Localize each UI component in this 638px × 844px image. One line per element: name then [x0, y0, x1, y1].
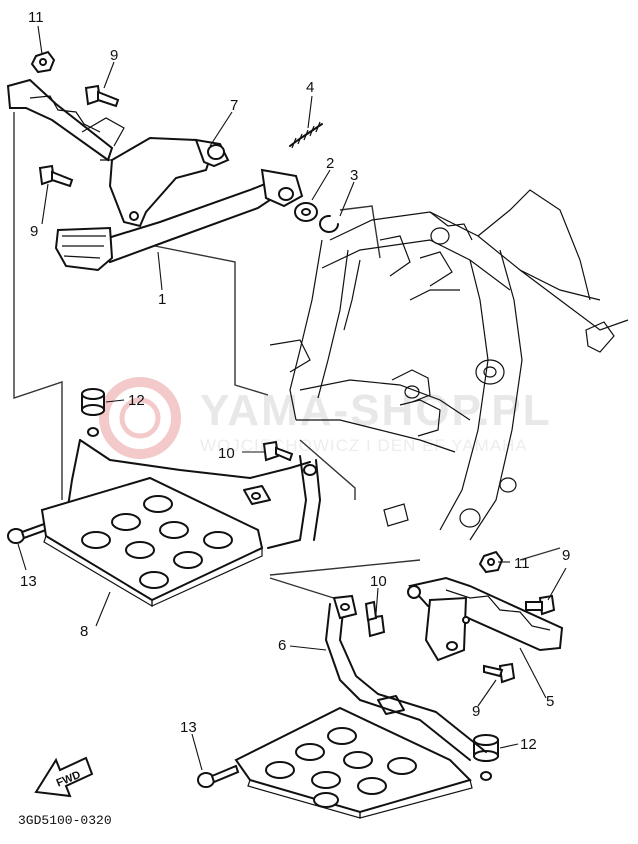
washer-and-clip: [294, 202, 339, 233]
skid-plate-lower: [234, 594, 487, 819]
damper-upper: [81, 388, 105, 437]
callout-12-upper: 12: [128, 392, 145, 409]
callout-10-lower: 10: [370, 573, 387, 590]
leader-lines: [17, 25, 567, 771]
callout-12-lower: 12: [520, 736, 537, 753]
circlip: [319, 214, 339, 233]
pedal-bracket: [108, 136, 230, 228]
callout-9-right-top: 9: [562, 547, 570, 564]
callout-8: 8: [80, 623, 88, 640]
callout-4: 4: [306, 79, 314, 96]
bolt-10-upper: [262, 440, 294, 462]
watermark-brand: YAMA-SHOP.PL: [200, 386, 552, 435]
callout-9-top: 9: [110, 47, 118, 64]
watermark-logo-ring: [99, 377, 181, 459]
callouts: 11 9 7 4 2 3 9 1 12 10 13 8 6 10 11 9 5 …: [20, 9, 570, 753]
callout-9-left: 9: [30, 223, 38, 240]
damper-lower: [473, 734, 499, 781]
bolt-9-right-top: [525, 594, 556, 616]
forward-arrow-icon: FWD: [34, 756, 94, 798]
diagram-code: 3GD5100-0320: [18, 813, 112, 828]
bolt-9-top: [84, 84, 120, 108]
fasteners: [7, 50, 556, 788]
watermark: YAMA-SHOP.PL WOJCIECHOWICZ I DEN EF YAMA…: [99, 377, 552, 459]
callout-2: 2: [326, 155, 334, 172]
callout-13-left: 13: [20, 573, 37, 590]
assembly-guide-lines: [13, 112, 561, 601]
right-footrest: [407, 576, 564, 662]
brake-pedal: [54, 168, 304, 272]
nut-11-top: [30, 50, 56, 74]
callout-3: 3: [350, 167, 358, 184]
callout-11-right: 11: [514, 555, 530, 572]
callout-11-top: 11: [28, 9, 44, 26]
callout-10-upper: 10: [218, 445, 235, 462]
watermark-logo-ring-inner: [119, 397, 161, 439]
skid-plate-upper: [40, 439, 321, 608]
bolt-13-lower: [197, 764, 240, 788]
return-spring: [289, 121, 323, 149]
left-footrest-upper: [6, 78, 125, 162]
callout-9-right-bottom: 9: [472, 703, 480, 720]
vehicle-frame: [269, 189, 629, 541]
bolt-13-left: [7, 522, 48, 544]
callout-6: 6: [278, 637, 286, 654]
callout-1: 1: [158, 291, 166, 308]
bolt-10-lower: [364, 600, 386, 638]
callout-13-lower: 13: [180, 719, 197, 736]
callout-7: 7: [230, 97, 238, 114]
bolt-9-left: [38, 164, 74, 188]
callout-5: 5: [546, 693, 554, 710]
bolt-9-right-bottom: [483, 662, 516, 684]
nut-11-right: [478, 550, 504, 574]
